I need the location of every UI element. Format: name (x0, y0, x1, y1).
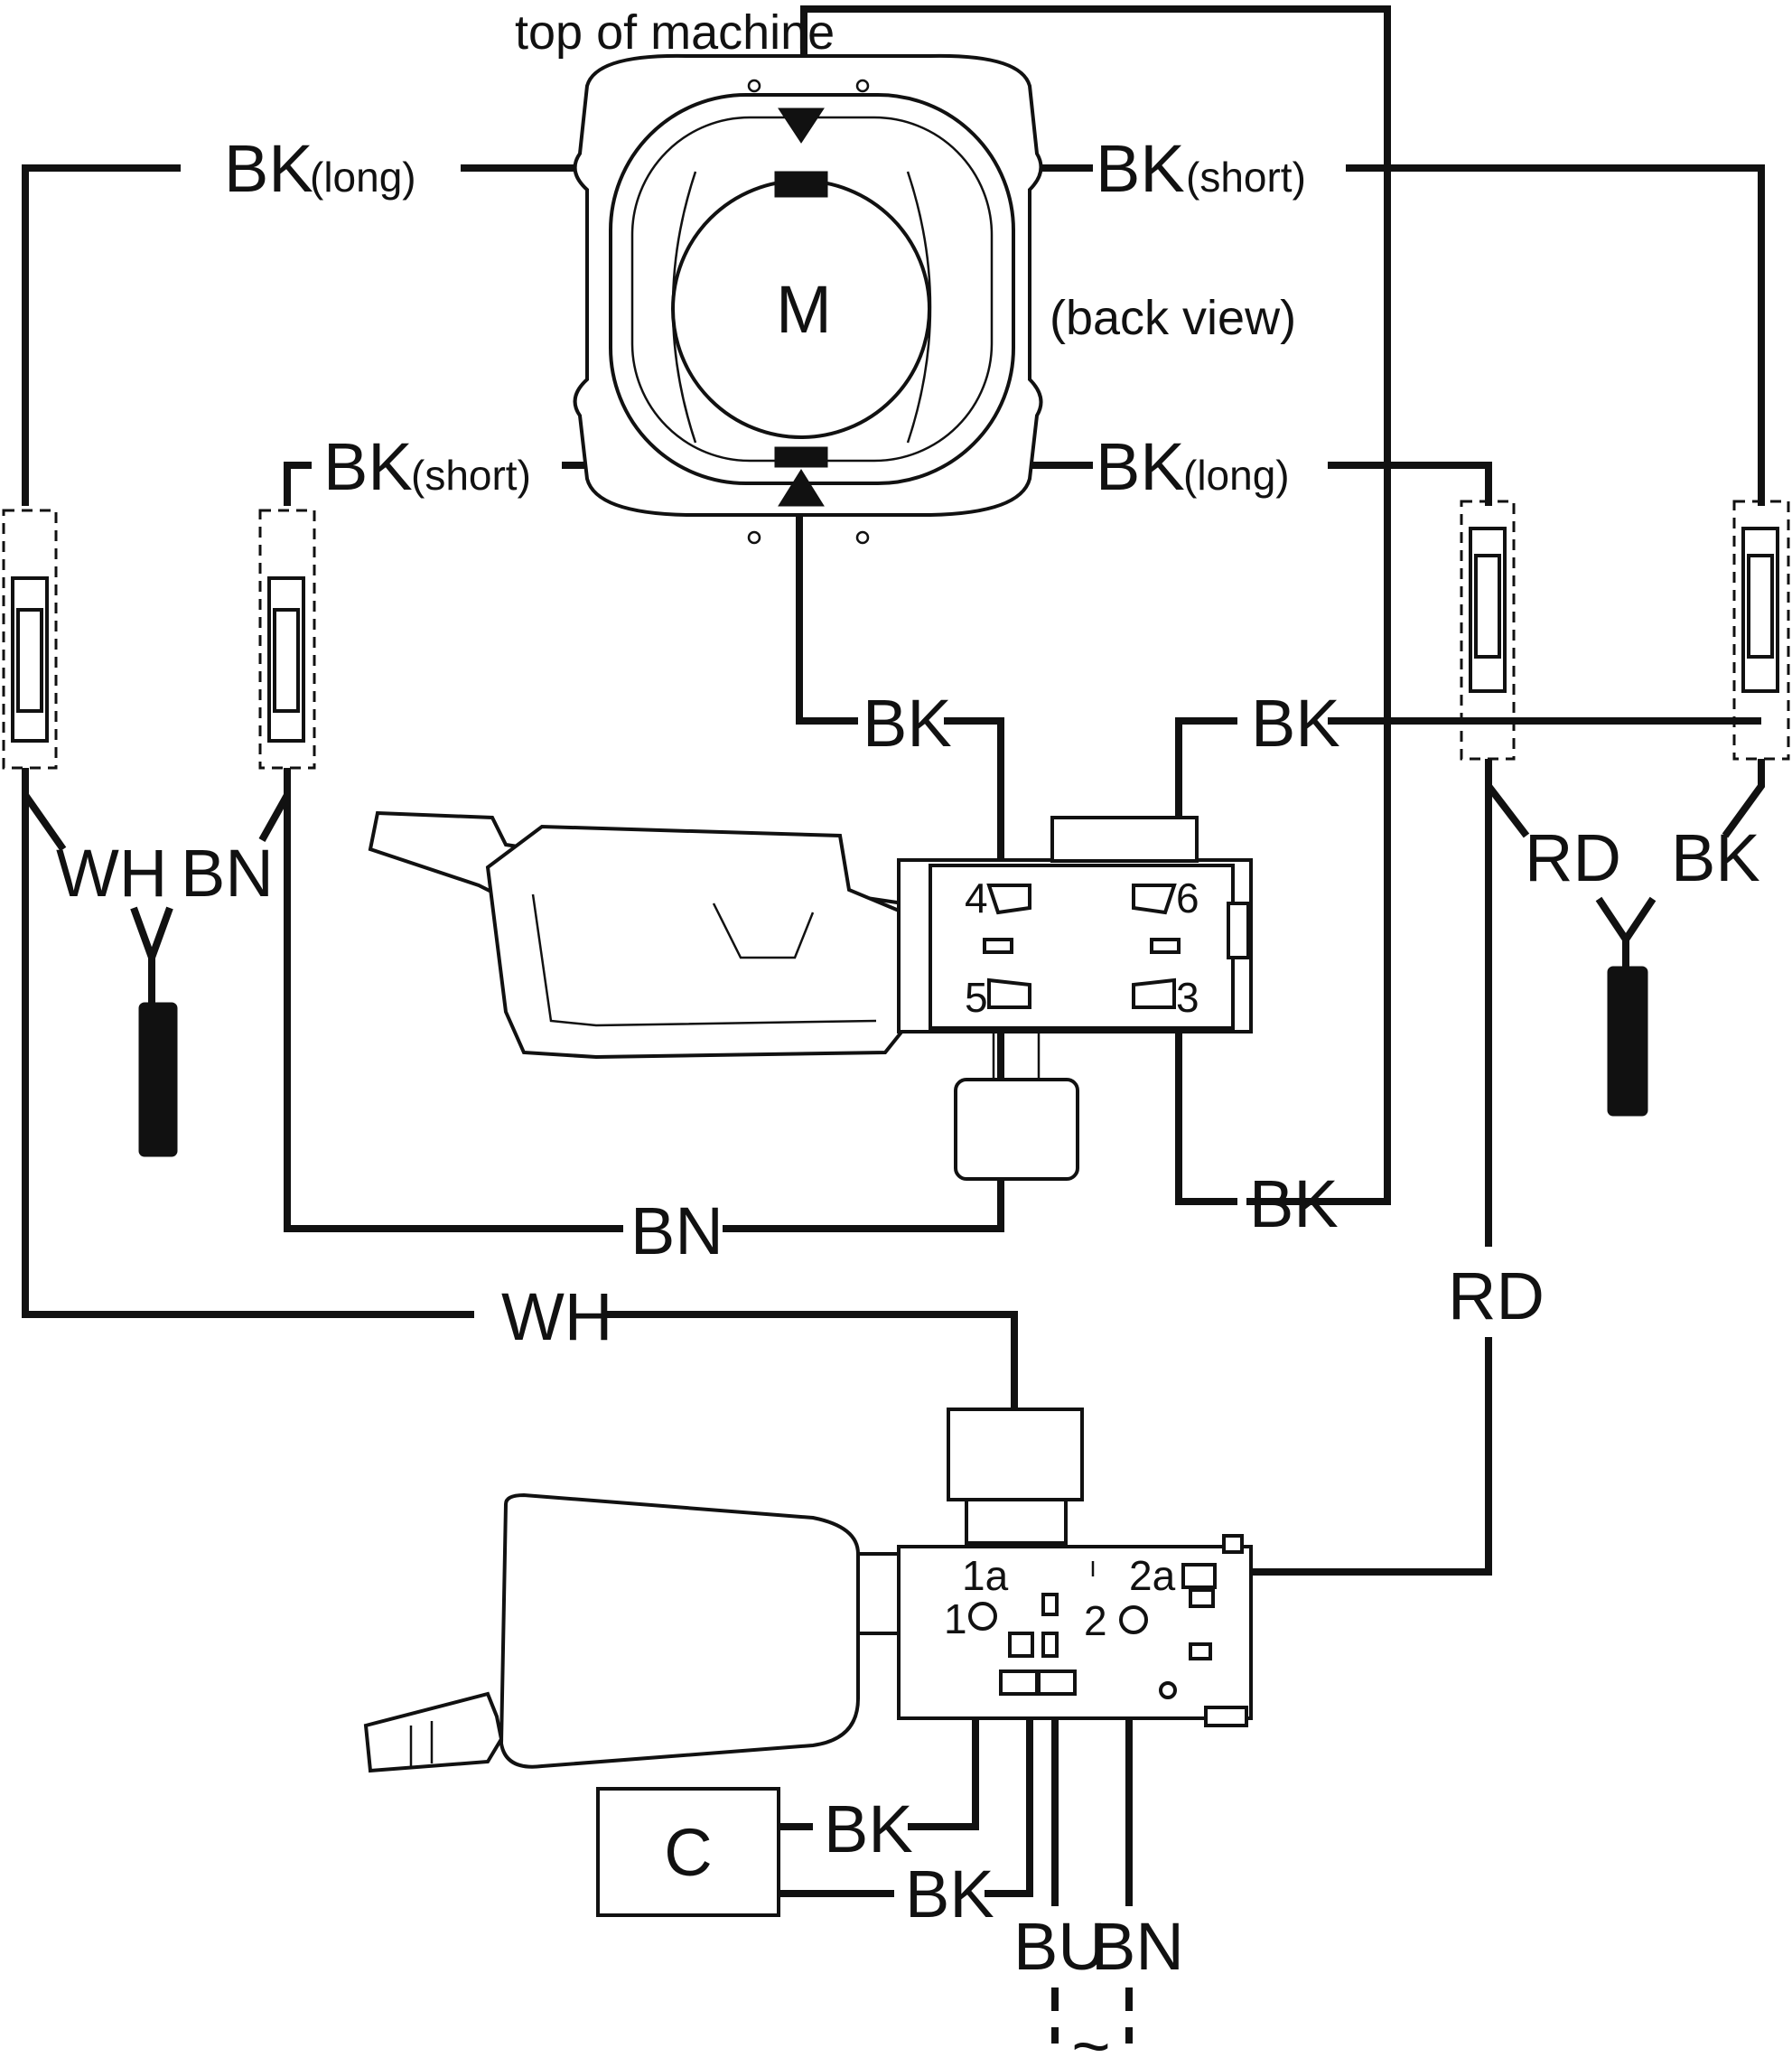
label-back-view: (back view) (1050, 291, 1296, 345)
main-term-1-hole (968, 1602, 997, 1631)
label-left-bn: BN (181, 836, 274, 911)
wire-bk-short-right-b (1346, 164, 1765, 506)
plug-left-a (2, 509, 58, 770)
reversing-switch: 4 6 5 3 (368, 810, 1253, 1181)
label-right-bk: BK (1671, 820, 1760, 895)
plug-right-b (1732, 500, 1790, 761)
contact-6 (1132, 884, 1177, 915)
labels: top of machine (back view) BK (long) BK … (56, 5, 1760, 2067)
label-bk-short-left: BK (323, 429, 413, 504)
main-switch-trigger (363, 1691, 504, 1773)
switch-knob (954, 1078, 1079, 1181)
wire-wh-main (22, 768, 474, 1318)
arrow-bottom (778, 469, 825, 507)
contact-5 (987, 977, 1031, 1009)
main-term-2: 2 (1084, 1597, 1107, 1644)
capacitor-symbol: C (664, 1815, 712, 1890)
switch-top-cap (1050, 816, 1199, 863)
main-term-1a: 1a (962, 1552, 1009, 1599)
label-bk-short-right: BK (1096, 131, 1185, 206)
wire-rd-main-b (1210, 1337, 1492, 1576)
label-bk-short-left-len: (short) (411, 452, 531, 499)
wire-top-loop (800, 5, 1391, 1205)
label-main-rd: RD (1448, 1258, 1545, 1333)
brush-lead-right (1485, 759, 1765, 1117)
screw-tr (855, 79, 870, 93)
label-bk-long-right-len: (long) (1183, 452, 1290, 499)
brush-bottom (774, 446, 828, 468)
motor: M (573, 53, 1043, 545)
arrow-top (778, 108, 825, 144)
label-main-wh: WH (501, 1279, 612, 1354)
main-switch: 1a 1 2a 2 (363, 1408, 1253, 1773)
label-cap-bk-a: BK (824, 1791, 913, 1866)
label-cap-bk-b: BK (905, 1857, 994, 1931)
label-bk-long-left-len: (long) (310, 154, 416, 201)
label-switch-bk-bottom: BK (1249, 1166, 1339, 1241)
brush-lead-left (22, 768, 291, 1157)
label-bk-long-left: BK (224, 131, 313, 206)
motor-arc-left (671, 171, 697, 444)
switch-plate (929, 864, 1235, 1030)
capacitor: C (596, 1787, 780, 1917)
term-5: 5 (965, 974, 988, 1021)
brush-top (774, 171, 828, 198)
screw-tl (747, 79, 761, 93)
main-switch-cap (947, 1408, 1084, 1501)
term-6: 6 (1176, 874, 1199, 921)
wire-motor-to-term4 (796, 506, 858, 725)
label-switch-bk-left: BK (863, 686, 952, 761)
label-mains-bn: BN (1091, 1909, 1184, 1984)
carbon-brush-left (138, 1002, 178, 1157)
capacitor-box (596, 1787, 780, 1917)
wire-bk-long-left (22, 164, 181, 506)
contact-4 (986, 884, 1031, 915)
wire-bk-long-right-b (1328, 462, 1492, 506)
wire-term3-bk (1175, 994, 1237, 1205)
wire-motor-to-term4-b (944, 717, 1004, 890)
label-mains-symbol: ~ (1071, 2008, 1110, 2067)
wire-term5-bn-b (284, 768, 623, 1232)
main-term-2a-clip (1181, 1563, 1217, 1589)
wire-cap-bk-b-b (985, 1689, 1033, 1897)
main-term-2-hole (1119, 1605, 1148, 1634)
screw-br (855, 530, 870, 545)
label-bk-short-right-len: (short) (1186, 154, 1306, 201)
label-right-rd: RD (1525, 820, 1621, 895)
term-3: 3 (1176, 974, 1199, 1021)
label-bk-long-right: BK (1096, 429, 1185, 504)
contact-3 (1132, 977, 1176, 1009)
plug-left-b (258, 509, 316, 770)
term-4: 4 (965, 874, 988, 921)
label-switch-bk-right: BK (1251, 686, 1340, 761)
wire-bk-short-left (284, 462, 312, 506)
label-top-of-machine: top of machine (515, 5, 835, 60)
main-term-1: 1 (944, 1595, 967, 1642)
label-switch-bn-bottom: BN (630, 1193, 723, 1268)
label-mains-bu: BU (1013, 1909, 1106, 1984)
main-switch-grip (499, 1492, 860, 1769)
label-left-wh: WH (56, 836, 167, 911)
motor-symbol: M (776, 272, 832, 347)
plug-right-a (1460, 500, 1516, 761)
motor-arc-right (906, 171, 932, 444)
carbon-brush-right (1607, 966, 1648, 1117)
screw-bl (747, 530, 761, 545)
main-term-2a: 2a (1129, 1552, 1176, 1599)
